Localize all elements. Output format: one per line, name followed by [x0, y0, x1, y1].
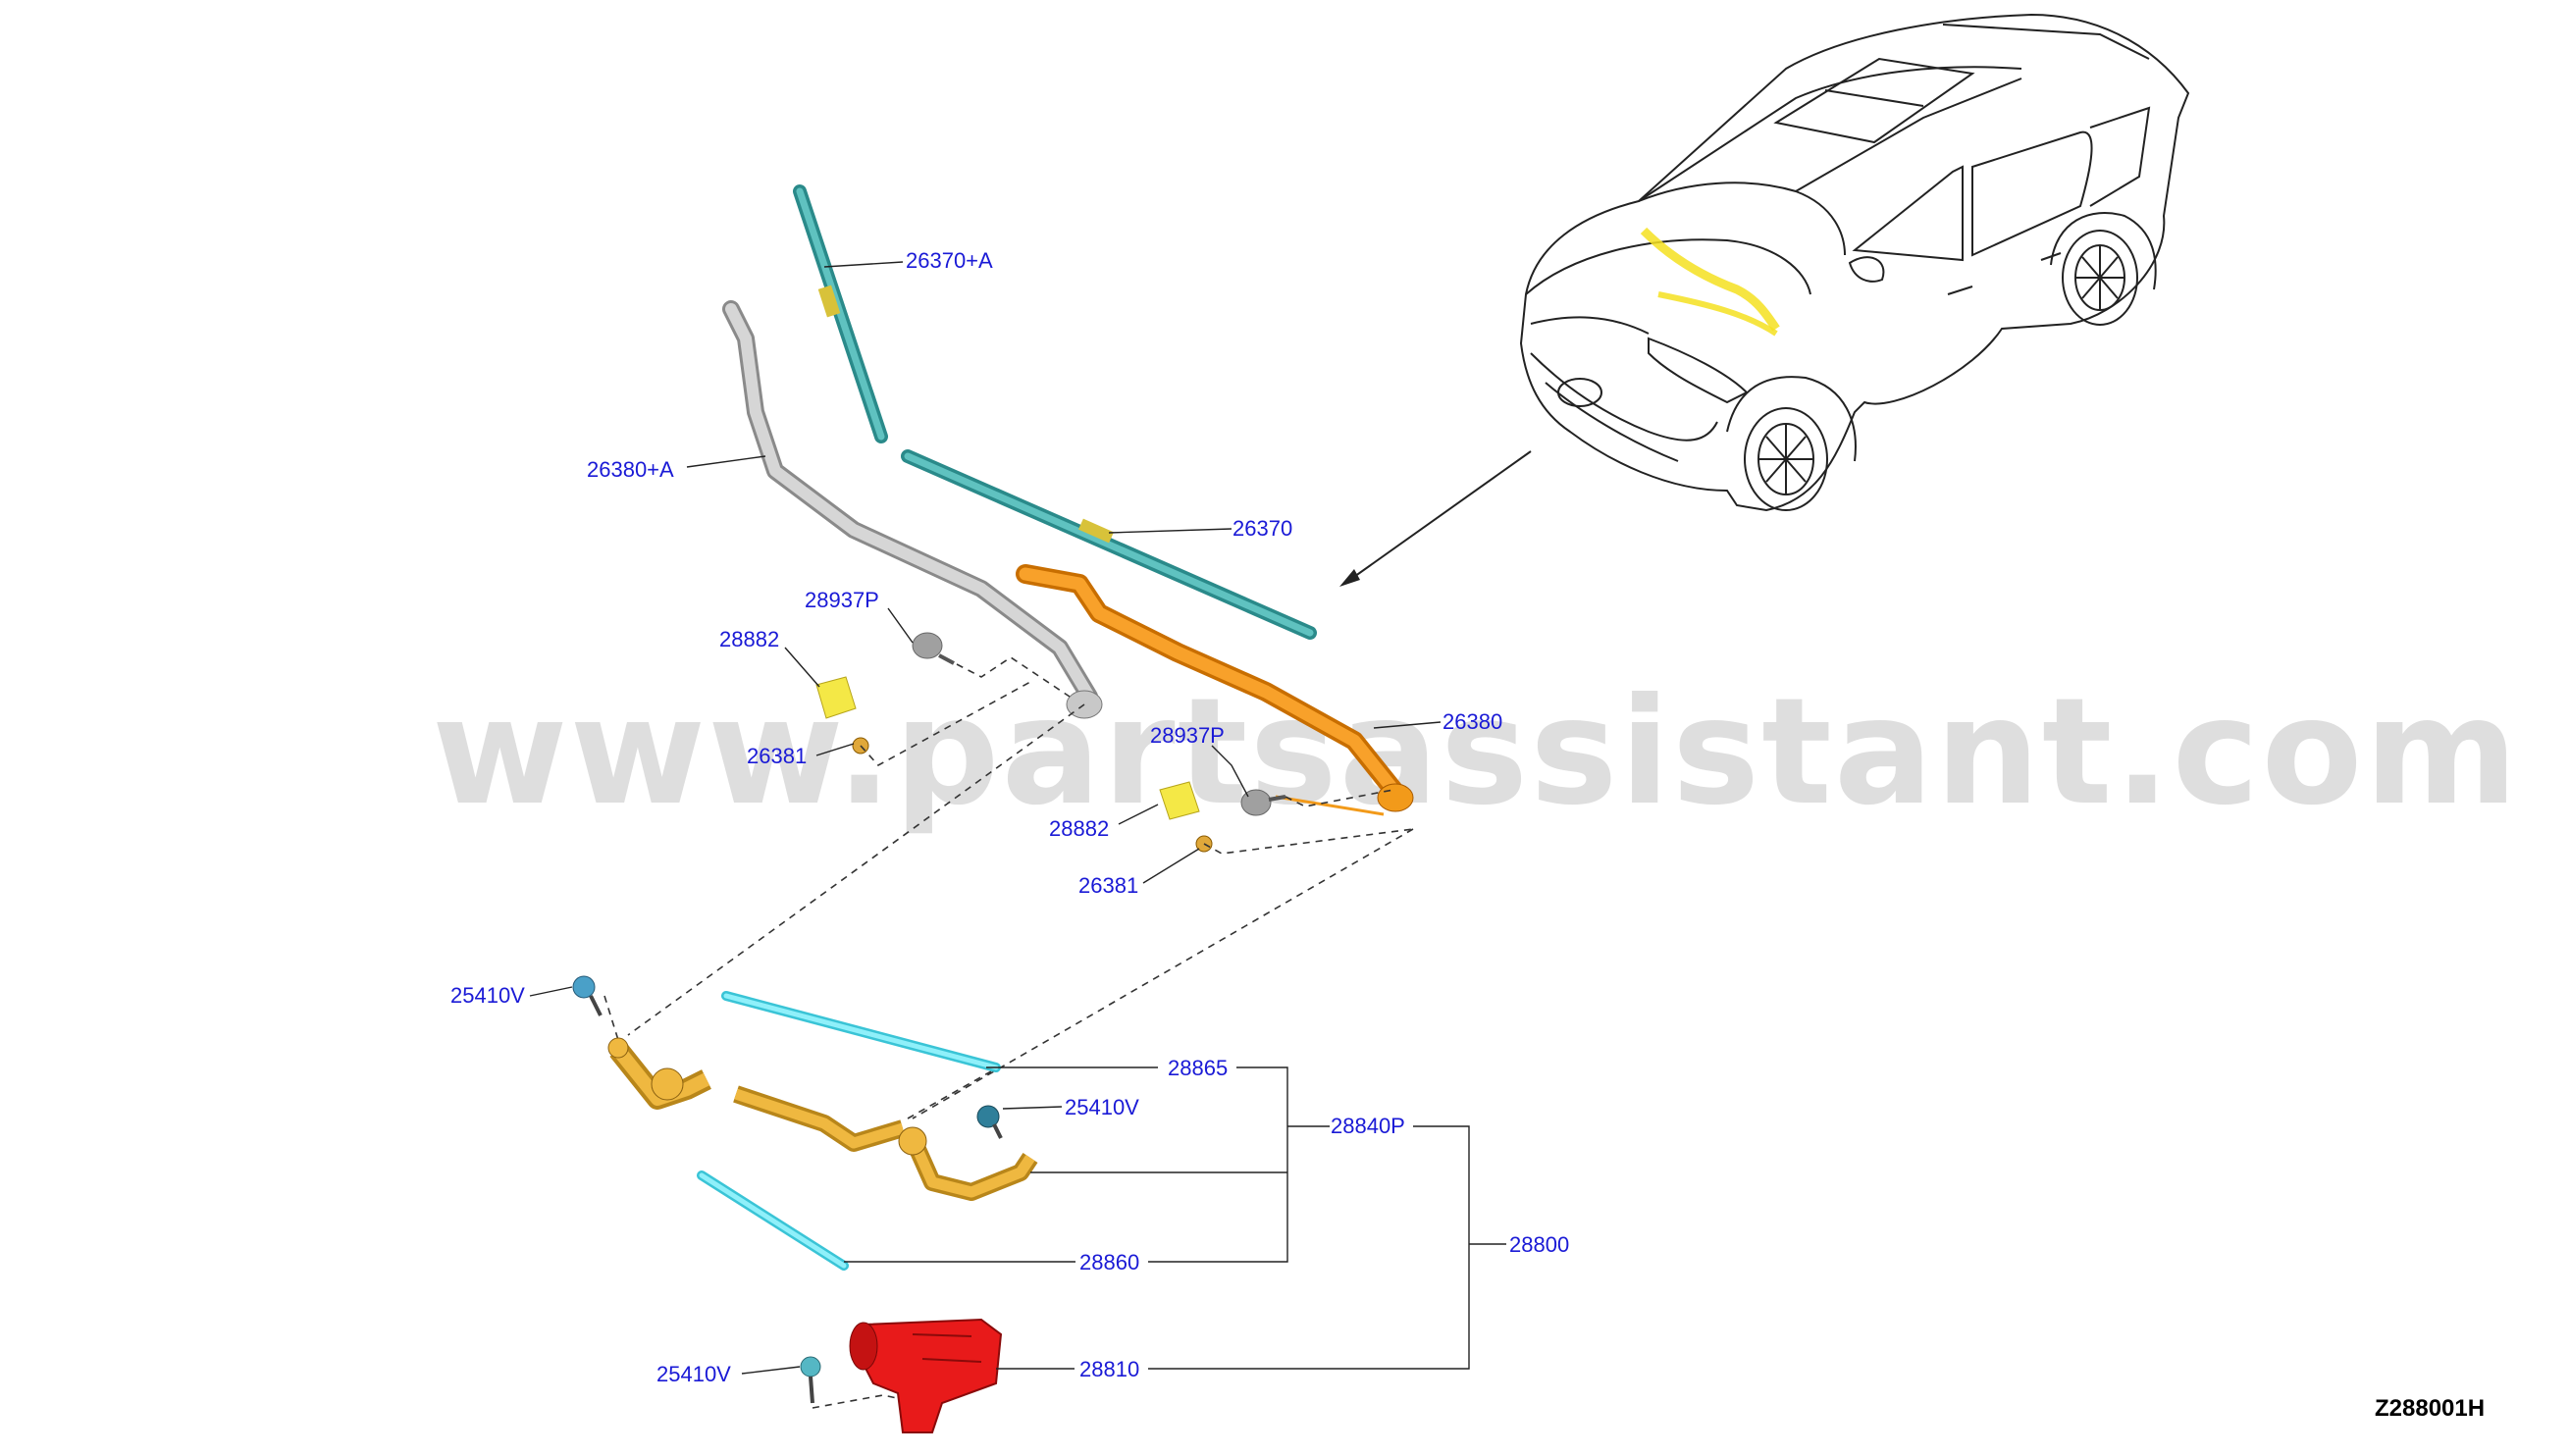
callout-25410v-middle: 25410V	[1065, 1095, 1139, 1119]
diagram-code: Z288001H	[2375, 1395, 2485, 1422]
link-rod-upper	[721, 991, 1001, 1072]
vehicle-illustration	[1339, 13, 2190, 587]
callout-28865: 28865	[1168, 1056, 1228, 1080]
callout-28840p: 28840P	[1331, 1114, 1405, 1138]
callout-26380: 26380	[1442, 709, 1502, 734]
callout-26370: 26370	[1233, 516, 1292, 541]
bolt-25410v-lower	[800, 1356, 821, 1404]
callout-28860: 28860	[1079, 1250, 1139, 1274]
callout-26381-lower: 26381	[1078, 873, 1138, 898]
watermark-text: www.partsassistant.com	[432, 667, 2520, 838]
wiper-blade-lh	[901, 449, 1317, 640]
callout-28810: 28810	[1079, 1357, 1139, 1381]
wiper-motor	[849, 1318, 1003, 1433]
cover-28882-upper	[815, 676, 857, 719]
wiper-blade-rh	[793, 184, 888, 443]
callout-28882-lower: 28882	[1049, 816, 1109, 841]
callout-28937p-upper: 28937P	[805, 588, 879, 612]
callout-25410v-upper: 25410V	[450, 983, 525, 1008]
callout-28937p-lower: 28937P	[1150, 723, 1225, 748]
linkage-frame	[607, 1037, 1038, 1201]
cover-28882-lower	[1159, 781, 1200, 820]
callout-28800: 28800	[1509, 1232, 1569, 1257]
callout-26380a: 26380+A	[587, 457, 674, 482]
leader-lines	[529, 261, 1506, 1375]
callout-26381-upper: 26381	[747, 744, 807, 768]
callout-26370a: 26370+A	[906, 248, 993, 273]
bolt-25410v-upper	[572, 975, 603, 1016]
callout-25410v-lower: 25410V	[656, 1362, 731, 1386]
bolt-25410v-middle	[976, 1105, 1003, 1139]
wiper-arm-rh	[722, 300, 1103, 719]
link-rod-lower	[697, 1170, 849, 1271]
callout-28882-upper: 28882	[719, 627, 779, 651]
cap-28937p-upper	[912, 632, 955, 665]
callout-labels: 26370+A 26380+A 26370 28937P 28882 26381…	[450, 248, 1569, 1386]
